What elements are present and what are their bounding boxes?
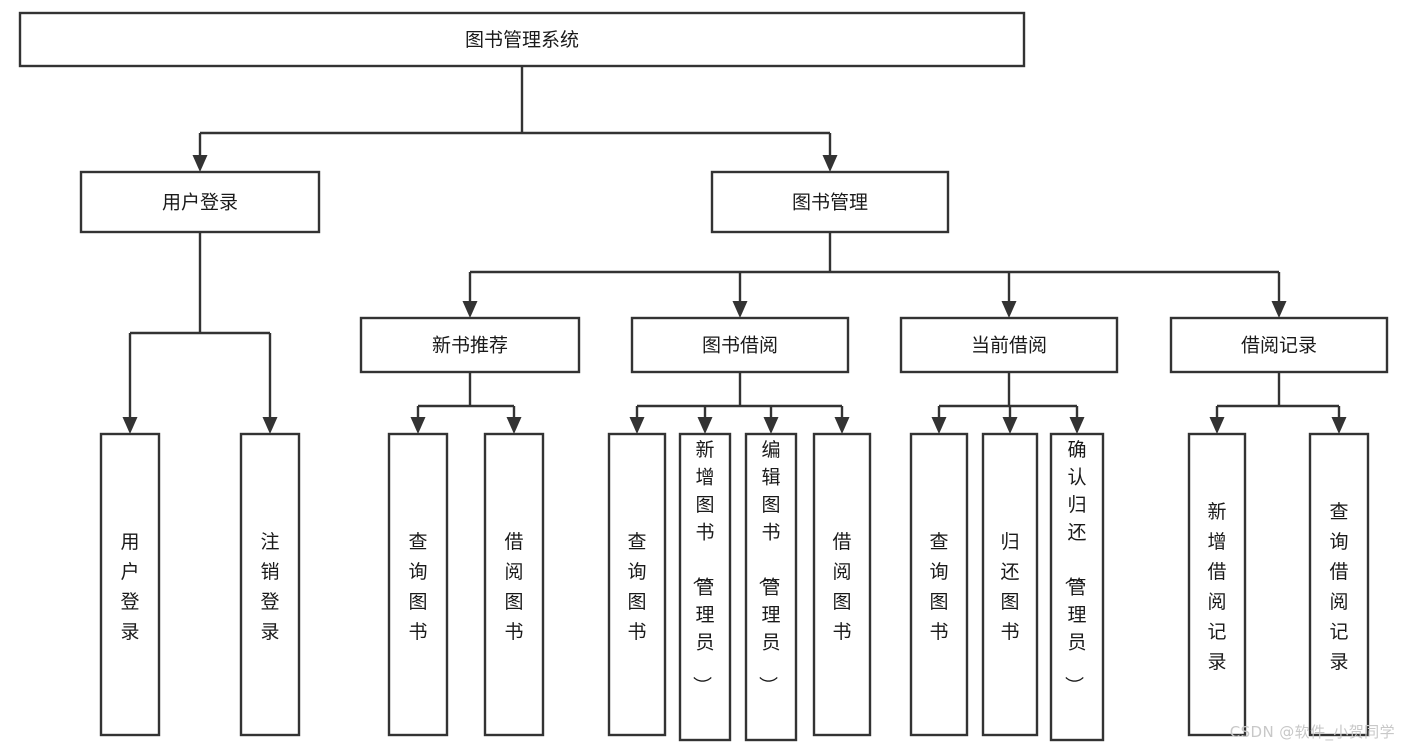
- node-newbook[interactable]: 新书推荐: [359, 316, 581, 374]
- node-leaf-11[interactable]: 确认归还（管理员）: [1049, 432, 1105, 742]
- node-leaf-7[interactable]: 编辑图书（管理员）: [744, 432, 798, 742]
- csdn-watermark: CSDN @软件_小贺同学: [1229, 723, 1395, 741]
- node-layer: 图书管理系统用户登录图书管理新书推荐图书借阅当前借阅借阅记录用户登录注销登录查询…: [18, 11, 1389, 742]
- node-label-leaf-12: 新增借阅记录: [1207, 501, 1226, 673]
- node-box-current[interactable]: [899, 316, 1119, 374]
- node-leaf-10[interactable]: 归还图书: [981, 432, 1039, 737]
- node-bookmgmt[interactable]: 图书管理: [710, 170, 950, 234]
- connector-group-record: [1209, 372, 1347, 434]
- node-label-leaf-8: 借阅图书: [832, 531, 851, 643]
- connector-group-root: [192, 66, 838, 172]
- node-label-leaf-9: 查询图书: [929, 531, 948, 643]
- node-label-leaf-3: 查询图书: [408, 531, 427, 643]
- node-leaf-5[interactable]: 查询图书: [607, 432, 667, 737]
- node-box-leaf-13[interactable]: [1308, 432, 1370, 737]
- node-leaf-3[interactable]: 查询图书: [387, 432, 449, 737]
- node-box-leaf-9[interactable]: [909, 432, 969, 737]
- node-label-root: 图书管理系统: [465, 29, 579, 51]
- node-label-leaf-2: 注销登录: [260, 531, 279, 643]
- node-label-leaf-4: 借阅图书: [504, 531, 523, 643]
- node-box-leaf-6[interactable]: [678, 432, 732, 742]
- node-label-leaf-7: 编辑图书（管理员）: [756, 439, 780, 695]
- connector-group-borrow: [629, 372, 850, 434]
- node-label-newbook: 新书推荐: [432, 335, 508, 357]
- node-box-leaf-2[interactable]: [239, 432, 301, 737]
- connector-group-newbook: [410, 372, 522, 434]
- node-box-leaf-12[interactable]: [1187, 432, 1247, 737]
- node-box-root[interactable]: [18, 11, 1026, 68]
- node-box-newbook[interactable]: [359, 316, 581, 374]
- connector-group-login: [122, 232, 278, 434]
- node-box-record[interactable]: [1169, 316, 1389, 374]
- node-current[interactable]: 当前借阅: [899, 316, 1119, 374]
- node-leaf-2[interactable]: 注销登录: [239, 432, 301, 737]
- connector-group-current: [931, 372, 1085, 434]
- node-box-leaf-10[interactable]: [981, 432, 1039, 737]
- node-borrow[interactable]: 图书借阅: [630, 316, 850, 374]
- node-login[interactable]: 用户登录: [79, 170, 321, 234]
- node-box-leaf-8[interactable]: [812, 432, 872, 737]
- node-leaf-9[interactable]: 查询图书: [909, 432, 969, 737]
- node-box-leaf-11[interactable]: [1049, 432, 1105, 742]
- node-leaf-8[interactable]: 借阅图书: [812, 432, 872, 737]
- node-leaf-6[interactable]: 新增图书（管理员）: [678, 432, 732, 742]
- connector-layer: [122, 66, 1347, 434]
- connector-group-bookmgmt: [462, 232, 1287, 318]
- node-label-borrow: 图书借阅: [702, 335, 778, 357]
- node-label-login: 用户登录: [162, 192, 238, 214]
- node-box-leaf-7[interactable]: [744, 432, 798, 742]
- node-label-bookmgmt: 图书管理: [792, 192, 868, 214]
- node-leaf-12[interactable]: 新增借阅记录: [1187, 432, 1247, 737]
- node-label-leaf-11: 确认归还（管理员）: [1062, 439, 1086, 695]
- node-label-current: 当前借阅: [971, 335, 1047, 357]
- node-label-leaf-13: 查询借阅记录: [1329, 501, 1348, 673]
- node-box-leaf-1[interactable]: [99, 432, 161, 737]
- node-leaf-1[interactable]: 用户登录: [99, 432, 161, 737]
- node-box-login[interactable]: [79, 170, 321, 234]
- node-label-leaf-6: 新增图书（管理员）: [690, 439, 714, 695]
- node-label-leaf-5: 查询图书: [627, 531, 646, 643]
- node-box-borrow[interactable]: [630, 316, 850, 374]
- node-leaf-13[interactable]: 查询借阅记录: [1308, 432, 1370, 737]
- node-label-record: 借阅记录: [1241, 335, 1317, 357]
- node-box-leaf-5[interactable]: [607, 432, 667, 737]
- node-root[interactable]: 图书管理系统: [18, 11, 1026, 68]
- node-box-leaf-3[interactable]: [387, 432, 449, 737]
- node-leaf-4[interactable]: 借阅图书: [483, 432, 545, 737]
- node-label-leaf-1: 用户登录: [120, 531, 139, 643]
- node-label-leaf-10: 归还图书: [1000, 531, 1019, 643]
- node-box-bookmgmt[interactable]: [710, 170, 950, 234]
- node-box-leaf-4[interactable]: [483, 432, 545, 737]
- node-record[interactable]: 借阅记录: [1169, 316, 1389, 374]
